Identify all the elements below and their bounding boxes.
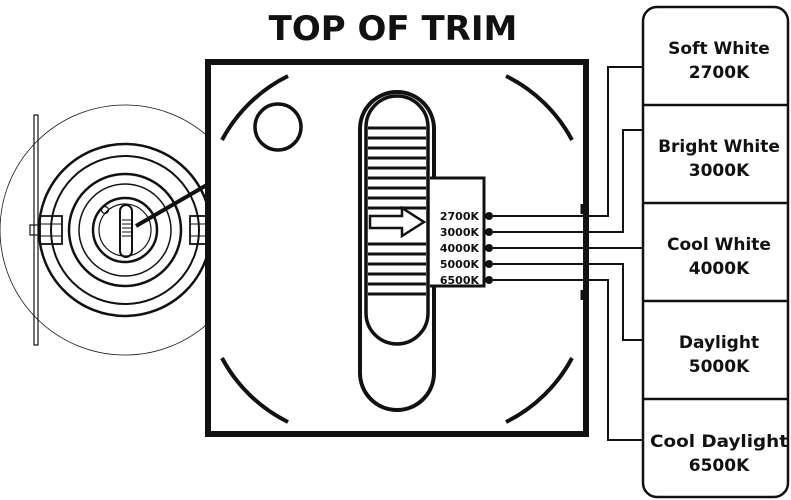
trim-ring-5 <box>91 196 159 264</box>
color-option-name: Cool Daylight <box>650 432 788 452</box>
connector-line <box>493 279 643 441</box>
downlight-fixture <box>0 104 251 356</box>
trim-ring-4 <box>78 183 172 277</box>
corner-arc-tl <box>220 74 289 141</box>
cct-label: 3000K <box>440 226 480 239</box>
connector-dot <box>485 260 493 268</box>
trim-ring-3 <box>67 172 183 288</box>
trim-outer-ring <box>37 142 213 318</box>
cct-label: 6500K <box>440 274 480 287</box>
screw-hole <box>253 102 303 152</box>
color-option-temp: 6500K <box>689 456 750 476</box>
color-option-temp: 2700K <box>689 63 750 83</box>
mini-hole <box>100 205 110 215</box>
panel-texts: Soft White 2700K Bright White 3000K Cool Whi… <box>650 39 788 476</box>
color-option-temp: 5000K <box>689 357 750 377</box>
connector-line <box>493 66 643 217</box>
corner-arc-bl <box>220 357 289 424</box>
trim-ring-6 <box>98 203 152 257</box>
corner-arc-tr <box>505 74 574 141</box>
mini-slider-slot <box>119 204 133 258</box>
color-option-name: Soft White <box>668 39 770 59</box>
trim-ring-2 <box>50 155 200 305</box>
color-option-temp: 3000K <box>689 161 750 181</box>
panel-dividers <box>643 103 788 401</box>
connector-dot <box>485 244 493 252</box>
diagram-title: TOP OF TRIM <box>269 9 518 49</box>
cct-label-group: 2700K 3000K 4000K 5000K 6500K <box>440 210 493 287</box>
switch-arrow-icon <box>368 205 427 239</box>
switch-knob-ridges <box>368 126 426 296</box>
cct-label: 5000K <box>440 258 480 271</box>
connector-dot <box>485 212 493 220</box>
cct-label: 4000K <box>440 242 480 255</box>
zoom-leader-line <box>134 180 214 228</box>
color-option-name: Daylight <box>679 333 759 353</box>
connector-line <box>493 263 643 341</box>
cct-label: 2700K <box>440 210 480 223</box>
color-options-panel <box>641 5 790 499</box>
color-option-name: Bright White <box>658 137 780 157</box>
color-option-temp: 4000K <box>689 259 750 279</box>
mini-slider-ridges <box>122 219 132 237</box>
connector-line <box>493 129 643 233</box>
color-option-name: Cool White <box>667 235 771 255</box>
connector-dot <box>485 276 493 284</box>
left-mounting-bar <box>33 114 39 346</box>
corner-arc-br <box>505 357 574 424</box>
cct-label-panel <box>430 176 486 288</box>
connector-lines <box>493 66 643 441</box>
connector-dot <box>485 228 493 236</box>
